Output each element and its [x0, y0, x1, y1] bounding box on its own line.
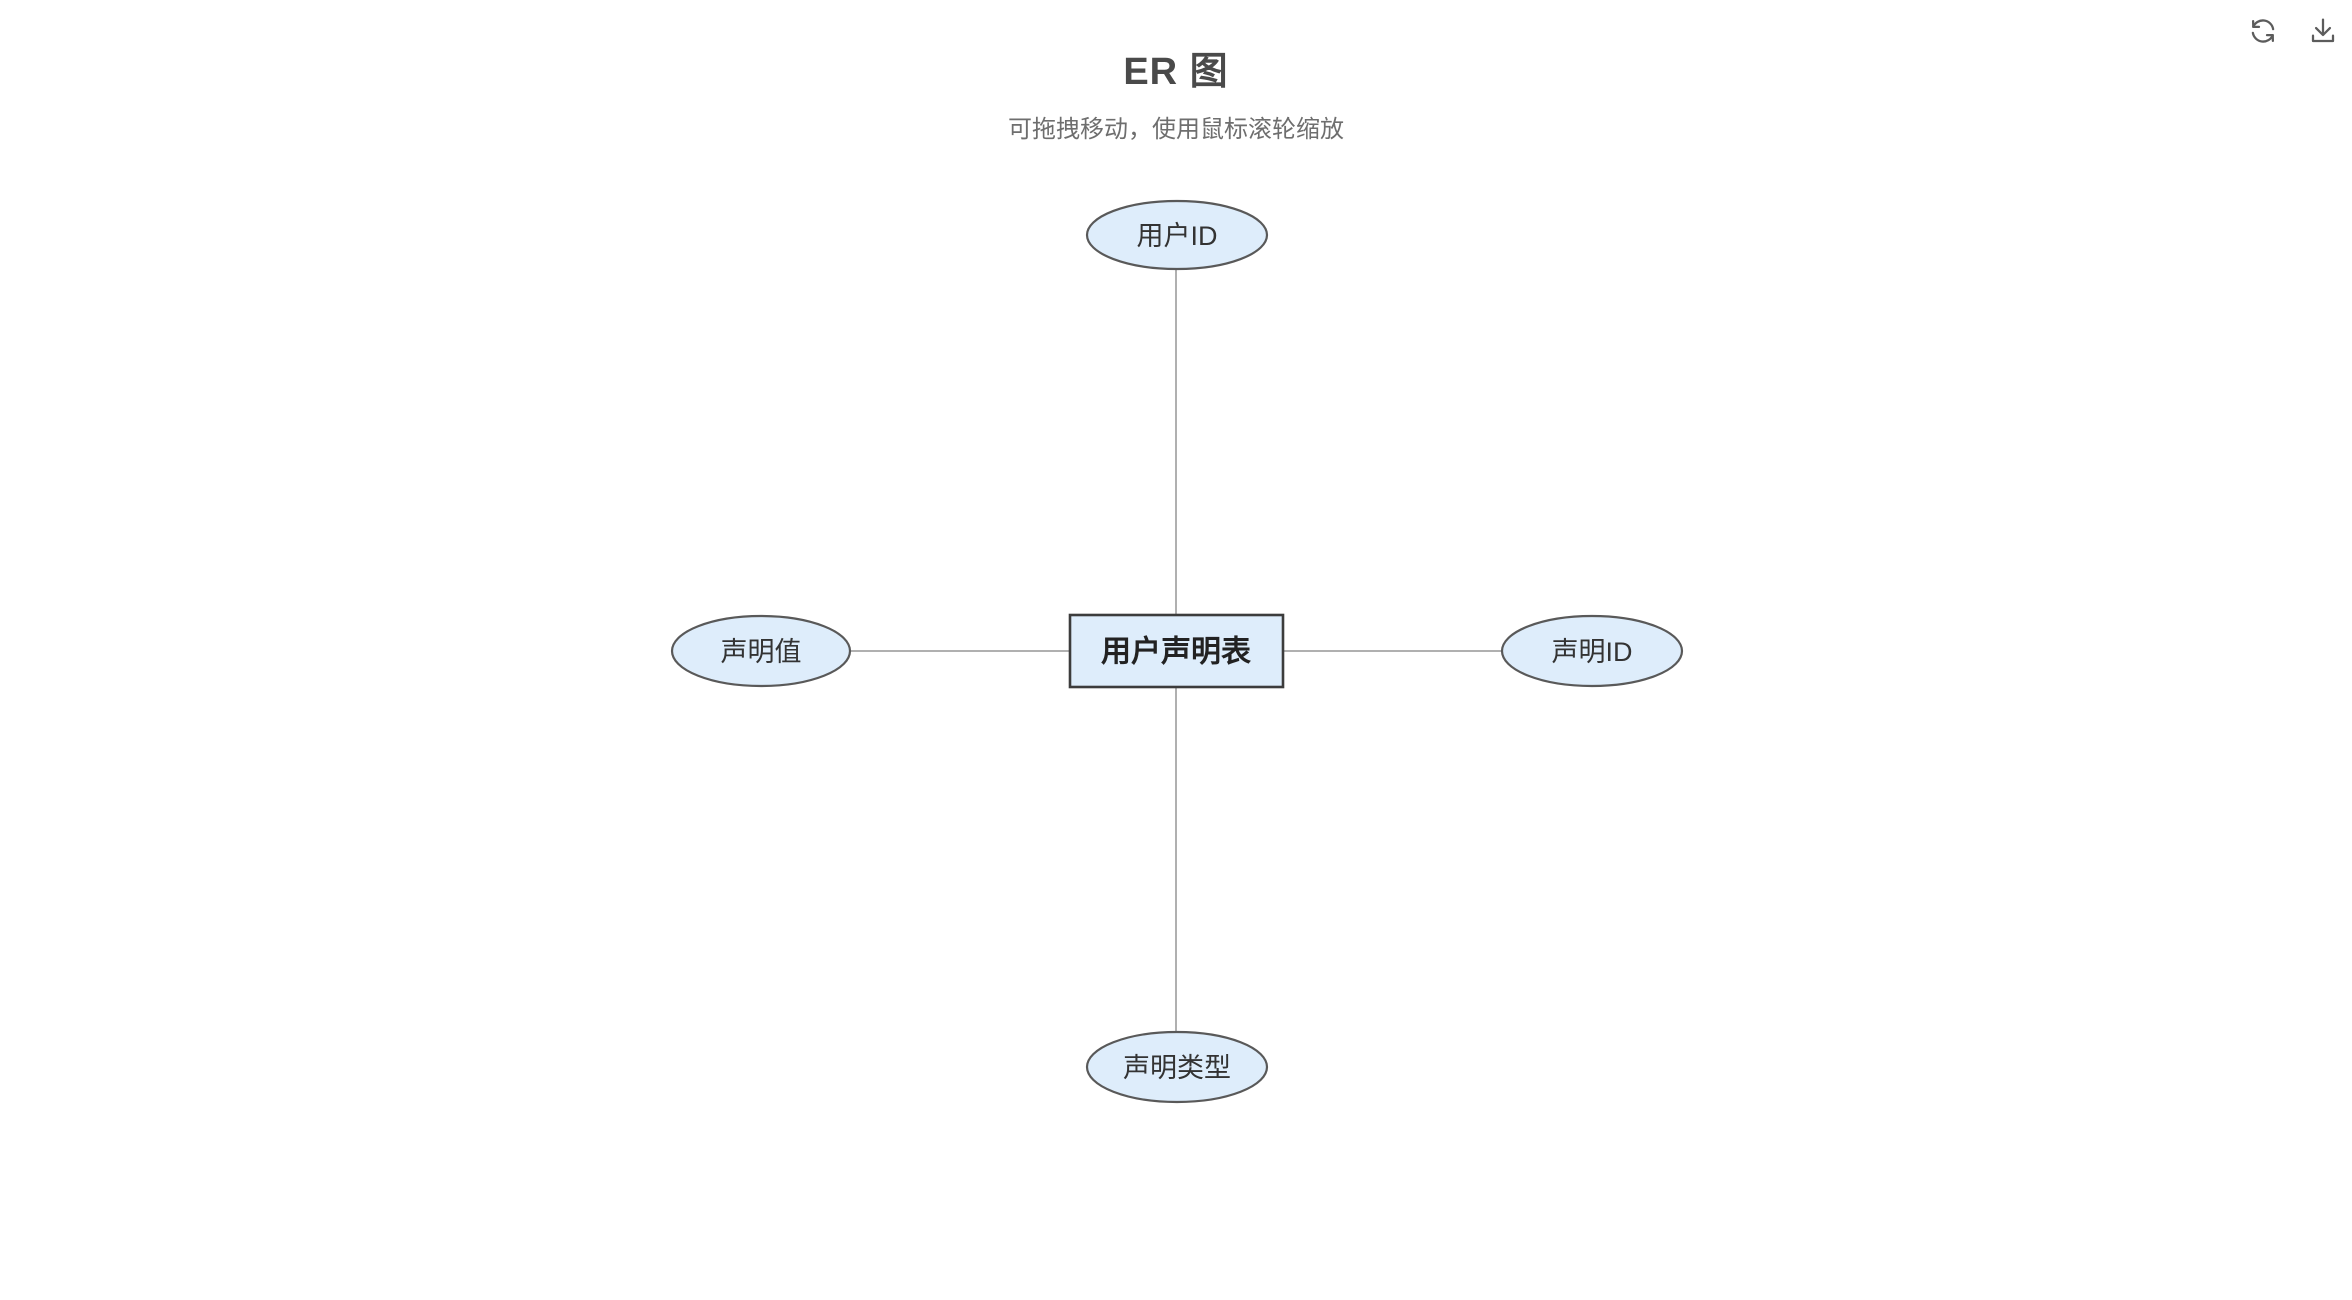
attribute-ellipse[interactable]: [1085, 1030, 1269, 1104]
attribute-node-left[interactable]: 声明值: [670, 614, 852, 688]
attribute-ellipse[interactable]: [670, 614, 852, 688]
entity-label: 用户声明表: [1101, 636, 1251, 669]
attribute-node-right[interactable]: 声明ID: [1500, 614, 1684, 688]
attribute-label: 声明值: [721, 637, 802, 667]
attribute-label: 声明类型: [1123, 1053, 1231, 1083]
attribute-ellipse[interactable]: [1500, 614, 1684, 688]
refresh-icon: [2251, 19, 2275, 43]
toolbar: [2244, 12, 2342, 50]
attribute-ellipse[interactable]: [1085, 199, 1269, 271]
attribute-node-top[interactable]: 用户ID: [1085, 199, 1269, 271]
download-icon: [2311, 18, 2335, 43]
attribute-label: 声明ID: [1552, 637, 1633, 667]
refresh-button[interactable]: [2244, 12, 2282, 50]
attribute-node-bottom[interactable]: 声明类型: [1085, 1030, 1269, 1104]
attribute-label: 用户ID: [1137, 221, 1218, 251]
download-button[interactable]: [2304, 12, 2342, 50]
entity-rect[interactable]: [1068, 613, 1285, 689]
entity-node[interactable]: 用户声明表: [1068, 613, 1285, 689]
